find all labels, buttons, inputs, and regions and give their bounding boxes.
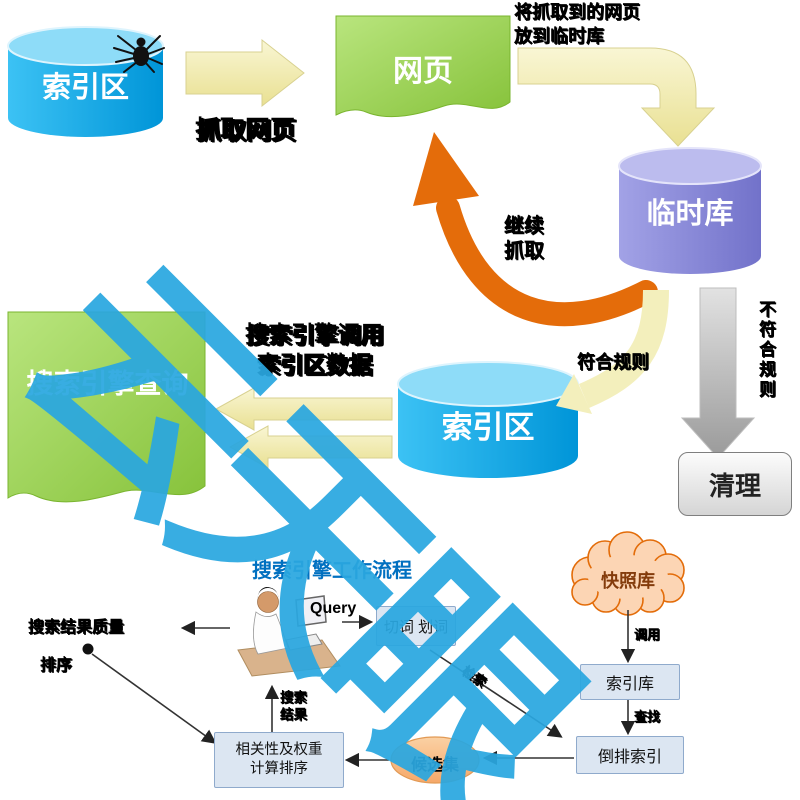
query-doc-label: 搜索引擎查询: [26, 369, 189, 399]
mid-note-label: 搜索引擎调用 索引区数据: [245, 321, 383, 377]
orange-recrawl-arrow: [413, 132, 658, 327]
segment-box: 切词 划词: [376, 606, 456, 646]
ranking-label: 相关性及权重 计算排序: [235, 742, 323, 777]
line-dot-to-ranking: [91, 653, 217, 744]
connector-lines: [91, 610, 636, 768]
no-match-rule-label: 不符合规则: [756, 300, 775, 400]
index-lib-label: 索引库: [605, 676, 654, 693]
snapshot-label: 快照库: [601, 571, 655, 591]
snapshot-cloud-shape: [571, 531, 685, 616]
spider-icon: [113, 35, 165, 73]
sort-label: 排序: [40, 657, 73, 674]
arrow-query-2: [228, 425, 393, 469]
arrow-crawl: [185, 38, 305, 108]
database-cylinder-temp: [618, 147, 762, 274]
arrow-query-1: [214, 387, 393, 431]
index-lib-box: 索引库: [580, 664, 680, 700]
candidate-set-label: 候选集: [410, 757, 459, 774]
cleanup-label: 清理: [708, 470, 761, 501]
line-segment-to-inverted: [429, 649, 563, 738]
temp-db-label: 临时库: [646, 198, 734, 230]
segment-label: 切词 划词: [383, 618, 449, 636]
temp-note-label: 将抓取到的网页 放到临时库: [514, 2, 640, 47]
inverted-index-label: 倒排索引: [597, 749, 662, 766]
lookup-label: 查找: [634, 709, 661, 724]
match-rule-label: 符合规则: [577, 352, 649, 372]
webpage-label: 网页: [393, 55, 453, 88]
index-db-mid-label: 索引区: [441, 410, 535, 445]
inverted-index-box: 倒排索引: [576, 736, 684, 774]
document-shape-webpage: [335, 15, 511, 118]
person-computer-icon: [237, 587, 341, 677]
index-db-top-label: 索引区: [41, 72, 129, 104]
arrow-match-rule: [556, 289, 669, 414]
gray-cleanup-arrow: [680, 287, 756, 459]
result-quality-label: 搜索结果质量: [28, 619, 125, 636]
document-shape-query: [7, 311, 206, 503]
candidate-set-ellipse: [390, 736, 480, 784]
call-label: 调用: [634, 627, 661, 642]
feedback-dot: [82, 643, 94, 655]
database-cylinder-index-mid: [397, 361, 579, 478]
cleanup-box: 清理: [678, 452, 792, 516]
bottom-title: 搜索引擎工作流程: [252, 560, 412, 582]
result-label: 搜索结果: [280, 690, 307, 722]
recrawl-label: 继续 抓取: [504, 215, 544, 262]
ranking-box: 相关性及权重 计算排序: [214, 732, 344, 788]
arrow-to-temp-db: [517, 47, 716, 147]
crawl-label: 抓取网页: [194, 116, 295, 144]
query-label: Query: [310, 600, 357, 617]
